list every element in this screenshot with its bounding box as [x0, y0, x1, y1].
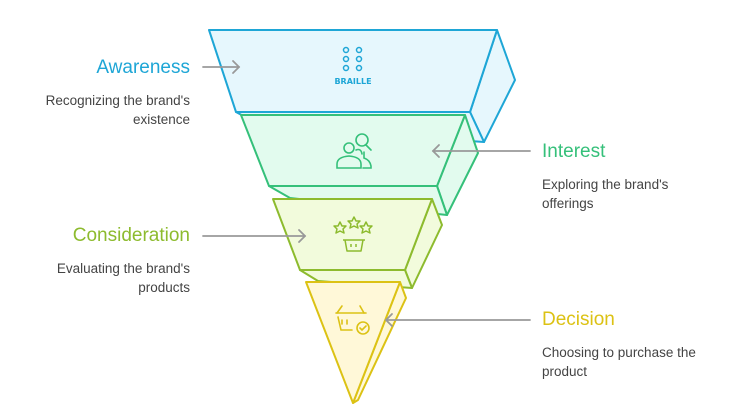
arrow-interest — [431, 144, 531, 158]
users-search-icon — [336, 133, 372, 169]
stage-title-interest: Interest — [542, 141, 606, 162]
stage-description-decision: Choosing to purchase the product — [542, 345, 696, 379]
funnel-stage-consideration — [272, 198, 443, 289]
svg-text:BRAILLE: BRAILLE — [334, 77, 371, 86]
arrow-consideration — [202, 229, 307, 243]
braille-icon: BRAILLE — [334, 46, 372, 86]
stage-title-awareness: Awareness — [96, 57, 190, 78]
basket-stars-icon — [333, 216, 373, 252]
stage-description-consideration: Evaluating the brand's products — [56, 261, 190, 295]
stage-title-decision: Decision — [542, 309, 615, 330]
funnel-stage-decision — [305, 281, 407, 404]
arrow-decision — [384, 313, 531, 327]
arrow-awareness — [202, 60, 241, 74]
stage-description-awareness: Recognizing the brand's existence — [45, 93, 190, 127]
basket-check-icon — [335, 305, 370, 335]
stage-title-consideration: Consideration — [72, 225, 190, 246]
stage-description-interest: Exploring the brand's offerings — [542, 177, 669, 211]
